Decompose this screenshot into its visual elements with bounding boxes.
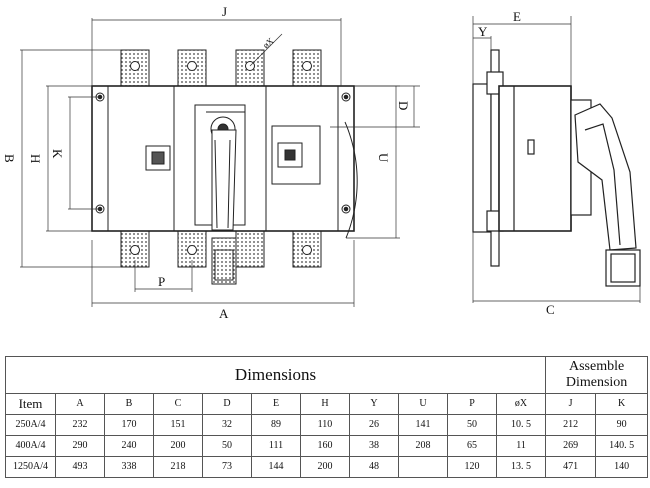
table-cell: 38 — [349, 435, 399, 457]
table-cell: 11 — [495, 435, 547, 457]
table-cell: 140 — [595, 456, 649, 478]
item-header: Item — [5, 393, 56, 415]
table-cell: 200 — [153, 435, 203, 457]
side-handle — [574, 103, 641, 287]
table-cell: 26 — [349, 414, 399, 436]
col-header: øX — [495, 393, 547, 415]
side-body — [498, 85, 572, 232]
col-header: K — [595, 393, 649, 415]
table-cell: 32 — [202, 414, 252, 436]
indicator-window-left — [145, 145, 171, 171]
assemble-title: Assemble Dimension — [545, 356, 649, 394]
table-cell: 141 — [398, 414, 448, 436]
table-cell: 90 — [595, 414, 649, 436]
label-A: A — [219, 306, 229, 321]
col-header: Y — [349, 393, 399, 415]
label-U: U — [376, 153, 391, 163]
col-header: J — [545, 393, 597, 415]
table-cell: 50 — [447, 414, 497, 436]
front-dimensions — [20, 18, 420, 307]
table-cell: 140. 5 — [595, 435, 649, 457]
label-C: C — [546, 302, 555, 317]
top-terminals — [120, 49, 322, 89]
indicator-window-right — [271, 125, 321, 185]
side-dimensions — [472, 16, 641, 303]
label-H: H — [28, 154, 43, 163]
table-cell: 212 — [545, 414, 597, 436]
label-E: E — [513, 9, 521, 24]
row-item: 250A/4 — [5, 414, 56, 436]
side-mounting-plate — [472, 83, 492, 233]
bottom-terminals — [120, 228, 322, 268]
label-K: K — [50, 149, 65, 159]
label-P: P — [158, 274, 165, 289]
row-item: 1250A/4 — [5, 456, 56, 478]
row-item: 400A/4 — [5, 435, 56, 457]
table-cell: 73 — [202, 456, 252, 478]
col-header: H — [300, 393, 350, 415]
col-header: D — [202, 393, 252, 415]
table-header-row: Item A B C D E H Y U P øX J K — [5, 393, 649, 415]
table-cell: 170 — [104, 414, 154, 436]
operating-handle — [194, 104, 246, 285]
col-header: B — [104, 393, 154, 415]
table-cell: 471 — [545, 456, 597, 478]
table-cell — [398, 456, 448, 478]
table-cell: 48 — [349, 456, 399, 478]
front-view — [91, 49, 358, 285]
mounting-holes — [95, 92, 351, 214]
table-cell: 269 — [545, 435, 597, 457]
table-row: 400A/4 290 240 200 50 111 160 38 208 65 … — [5, 435, 649, 457]
label-D: D — [396, 101, 411, 110]
table-cell: 232 — [55, 414, 105, 436]
table-cell: 208 — [398, 435, 448, 457]
table-row: 1250A/4 493 338 218 73 144 200 48 120 13… — [5, 456, 649, 478]
label-phiX: øX — [261, 35, 276, 50]
dimensions-title: Dimensions — [4, 356, 547, 394]
col-header: E — [251, 393, 301, 415]
label-Y: Y — [478, 24, 488, 39]
label-B: B — [2, 154, 17, 163]
table-cell: 160 — [300, 435, 350, 457]
table-title-row: Dimensions Assemble Dimension — [4, 356, 649, 394]
table-cell: 120 — [447, 456, 497, 478]
table-cell: 493 — [55, 456, 105, 478]
table-cell: 338 — [104, 456, 154, 478]
handle-sweep-arc — [344, 121, 358, 239]
col-header: U — [398, 393, 448, 415]
dimensions-table: Dimensions Assemble Dimension Item A B C… — [4, 356, 649, 478]
table-cell: 65 — [447, 435, 497, 457]
col-header: P — [447, 393, 497, 415]
table-cell: 50 — [202, 435, 252, 457]
col-header: C — [153, 393, 203, 415]
table-cell: 218 — [153, 456, 203, 478]
table-cell: 144 — [251, 456, 301, 478]
label-J: J — [222, 4, 227, 19]
table-cell: 110 — [300, 414, 350, 436]
table-cell: 151 — [153, 414, 203, 436]
table-cell: 89 — [251, 414, 301, 436]
switch-technical-drawing: J A P B H K D U øX E Y C — [2, 4, 641, 321]
table-cell: 240 — [104, 435, 154, 457]
table-cell: 10. 5 — [495, 414, 547, 436]
table-cell: 290 — [55, 435, 105, 457]
table-cell: 200 — [300, 456, 350, 478]
table-row: 250A/4 232 170 151 32 89 110 26 141 50 1… — [5, 414, 649, 436]
table-cell: 111 — [251, 435, 301, 457]
col-header: A — [55, 393, 105, 415]
table-cell: 13. 5 — [495, 456, 547, 478]
side-view — [472, 49, 641, 287]
